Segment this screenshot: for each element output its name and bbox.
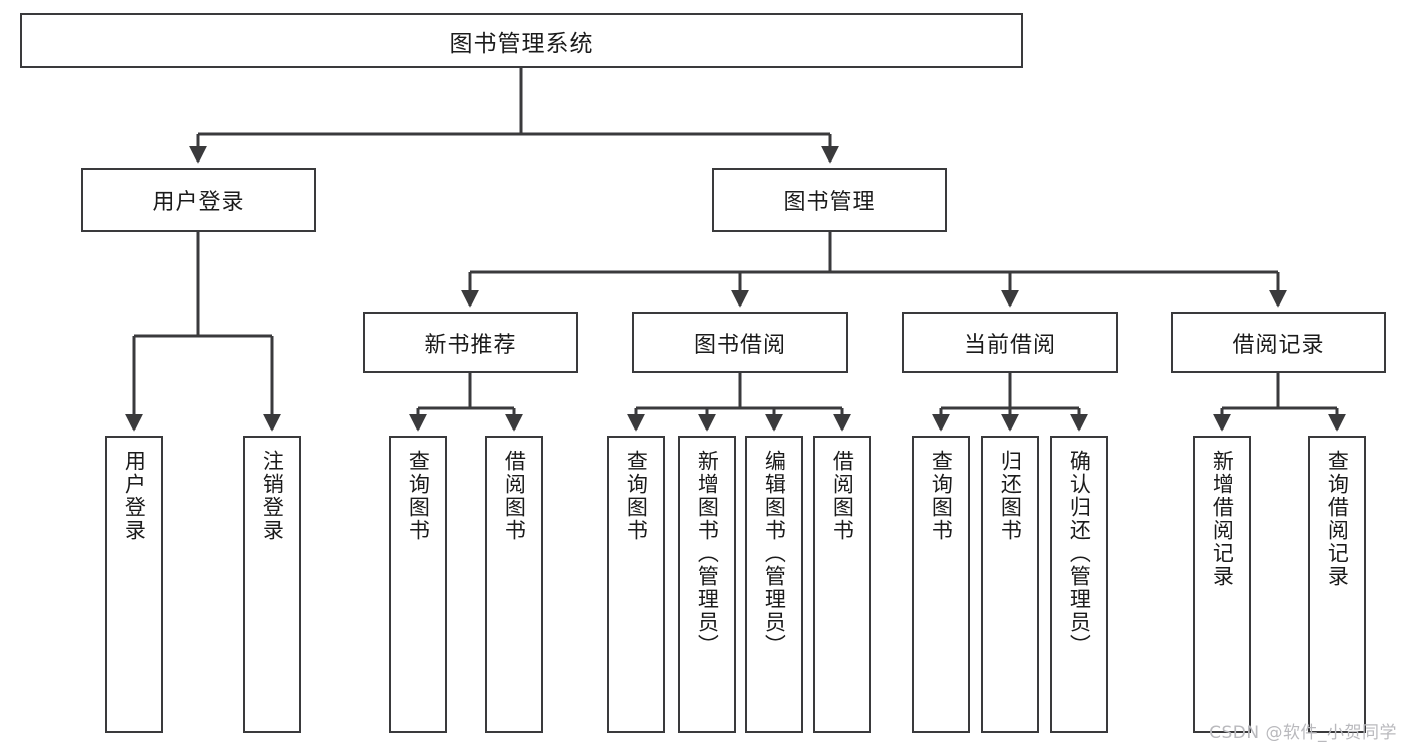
node-book-management-label: 图书管理 [783, 190, 876, 215]
leaf-label: 编辑图书（管理员） [762, 450, 787, 657]
leaf-label: 借阅图书 [502, 450, 527, 542]
leaf-new-book-query-book[interactable]: 查询图书 [389, 436, 447, 733]
leaf-user-login-login[interactable]: 用户登录 [105, 436, 163, 733]
leaf-label: 查询借阅记录 [1325, 450, 1350, 588]
leaf-book-borrow-borrow-book[interactable]: 借阅图书 [813, 436, 871, 733]
leaf-label: 查询图书 [624, 450, 649, 542]
leaf-new-book-borrow-book[interactable]: 借阅图书 [485, 436, 543, 733]
node-borrow-record[interactable]: 借阅记录 [1171, 312, 1386, 373]
leaf-current-borrow-return-book[interactable]: 归还图书 [981, 436, 1039, 733]
node-root-book-management-system[interactable]: 图书管理系统 [20, 13, 1023, 68]
node-user-login-label: 用户登录 [152, 190, 245, 215]
node-current-borrow-label: 当前借阅 [963, 332, 1056, 358]
leaf-label: 查询图书 [406, 450, 431, 542]
node-root-label: 图书管理系统 [449, 30, 594, 57]
leaf-label: 用户登录 [122, 450, 147, 542]
leaf-label: 新增借阅记录 [1210, 450, 1235, 588]
leaf-current-borrow-query-book[interactable]: 查询图书 [912, 436, 970, 733]
leaf-borrow-record-add-record[interactable]: 新增借阅记录 [1193, 436, 1251, 733]
node-current-borrow[interactable]: 当前借阅 [902, 312, 1118, 373]
node-book-borrow-label: 图书借阅 [693, 332, 786, 358]
node-new-book-recommend-label: 新书推荐 [424, 332, 517, 358]
leaf-label: 注销登录 [260, 450, 285, 542]
leaf-book-borrow-edit-book-admin[interactable]: 编辑图书（管理员） [745, 436, 803, 733]
leaf-book-borrow-query-book[interactable]: 查询图书 [607, 436, 665, 733]
leaf-label: 新增图书（管理员） [695, 450, 720, 657]
node-borrow-record-label: 借阅记录 [1232, 332, 1325, 358]
node-new-book-recommend[interactable]: 新书推荐 [363, 312, 578, 373]
node-book-management[interactable]: 图书管理 [712, 168, 947, 232]
leaf-label: 归还图书 [998, 450, 1023, 542]
leaf-label: 借阅图书 [830, 450, 855, 542]
leaf-label: 查询图书 [929, 450, 954, 542]
leaf-user-login-logout[interactable]: 注销登录 [243, 436, 301, 733]
leaf-label: 确认归还（管理员） [1067, 450, 1092, 657]
leaf-current-borrow-confirm-return-admin[interactable]: 确认归还（管理员） [1050, 436, 1108, 733]
leaf-borrow-record-query-record[interactable]: 查询借阅记录 [1308, 436, 1366, 733]
node-user-login[interactable]: 用户登录 [81, 168, 316, 232]
node-book-borrow[interactable]: 图书借阅 [632, 312, 848, 373]
leaf-book-borrow-add-book-admin[interactable]: 新增图书（管理员） [678, 436, 736, 733]
csdn-watermark: CSDN @软件_小贺同学 [1209, 723, 1397, 743]
